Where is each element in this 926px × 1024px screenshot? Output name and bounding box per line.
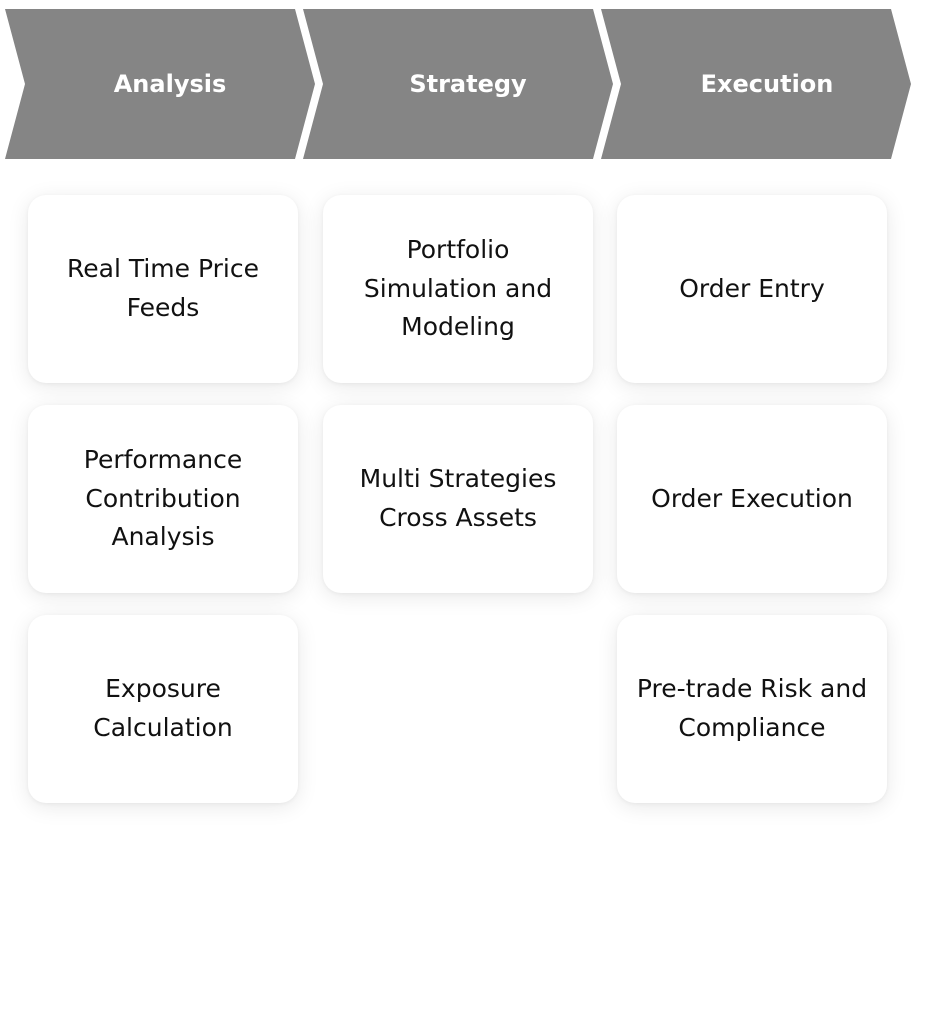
card-label: Real Time Price Feeds xyxy=(67,254,259,322)
card-performance-contribution-analysis: Performance Contribution Analysis xyxy=(28,405,298,593)
card-real-time-price-feeds: Real Time Price Feeds xyxy=(28,195,298,383)
card-label: Performance Contribution Analysis xyxy=(83,444,243,552)
stage-title-execution: Execution xyxy=(700,70,834,98)
card-label: Order Entry xyxy=(679,273,825,303)
card-pre-trade-risk-compliance: Pre-trade Risk and Compliance xyxy=(617,615,887,803)
card-label: Pre-trade Risk and Compliance xyxy=(636,674,868,742)
card-label: Order Execution xyxy=(651,483,853,513)
card-label: Exposure Calculation xyxy=(93,674,233,742)
stage-header-execution: Execution xyxy=(601,9,911,159)
stage-title-strategy: Strategy xyxy=(409,70,527,98)
stage-title-analysis: Analysis xyxy=(113,70,227,98)
card-order-entry: Order Entry xyxy=(617,195,887,383)
card-label: Multi Strategies Cross Assets xyxy=(359,464,557,532)
card-exposure-calculation: Exposure Calculation xyxy=(28,615,298,803)
card-portfolio-simulation-modeling: Portfolio Simulation and Modeling xyxy=(323,195,593,383)
stage-header-strategy: Strategy xyxy=(303,9,613,159)
card-order-execution: Order Execution xyxy=(617,405,887,593)
card-label: Portfolio Simulation and Modeling xyxy=(363,234,553,342)
stage-header-analysis: Analysis xyxy=(5,9,315,159)
card-multi-strategies-cross-assets: Multi Strategies Cross Assets xyxy=(323,405,593,593)
